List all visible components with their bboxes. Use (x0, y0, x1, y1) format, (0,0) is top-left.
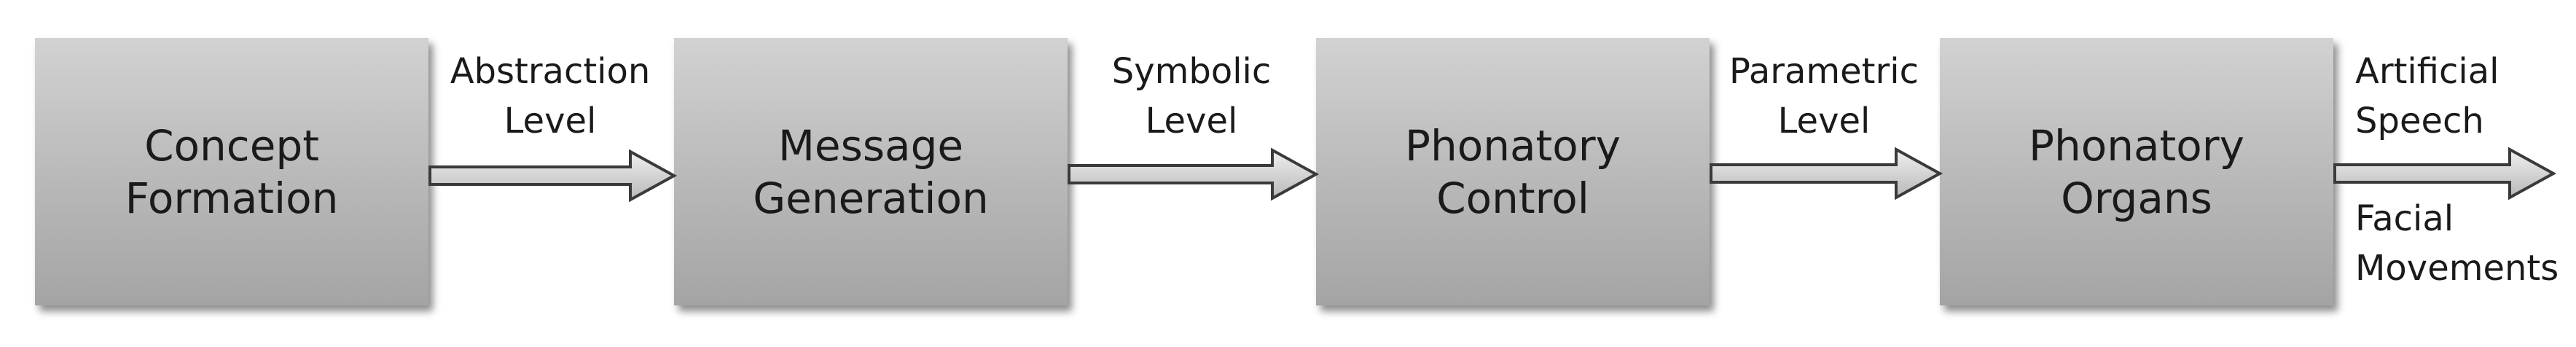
edge-label-artificial-speech: Artificial Speech (2355, 47, 2567, 146)
node-label-line: Generation (753, 173, 989, 223)
edge-label-symbolic-level: Symbolic Level (1078, 47, 1304, 146)
node-label-line: Control (1436, 173, 1589, 223)
edge-label-line: Artificial (2355, 51, 2499, 92)
arrow-output (2333, 147, 2557, 200)
edge-label-line: Speech (2355, 101, 2484, 141)
edge-label-line: Abstraction (450, 51, 651, 92)
node-phonatory-organs: Phonatory Organs (1940, 38, 2333, 305)
node-label-line: Phonatory (1405, 120, 1621, 171)
output-label-facial-movements: Facial Movements (2355, 194, 2574, 293)
node-label-line: Organs (2061, 173, 2212, 223)
edge-label-parametric-level: Parametric Level (1718, 47, 1930, 146)
edge-label-abstraction-level: Abstraction Level (437, 47, 663, 146)
arrow-parametric-level (1710, 147, 1943, 200)
edge-label-line: Level (1145, 101, 1238, 141)
edge-label-line: Level (504, 101, 597, 141)
node-label-line: Phonatory (2029, 120, 2244, 171)
node-message-generation: Message Generation (674, 38, 1068, 305)
edge-label-line: Parametric (1729, 51, 1919, 92)
arrow-symbolic-level (1068, 147, 1320, 201)
node-concept-formation: Concept Formation (35, 38, 428, 305)
output-label-line: Facial (2355, 198, 2454, 239)
arrow-abstraction-level (428, 149, 678, 203)
output-label-line: Movements (2355, 248, 2559, 289)
node-phonatory-control: Phonatory Control (1316, 38, 1710, 305)
node-label-line: Message (778, 120, 964, 171)
edge-label-line: Symbolic (1111, 51, 1272, 92)
edge-label-line: Level (1777, 101, 1871, 141)
node-label-line: Concept (144, 120, 319, 171)
node-label-line: Formation (125, 173, 339, 223)
